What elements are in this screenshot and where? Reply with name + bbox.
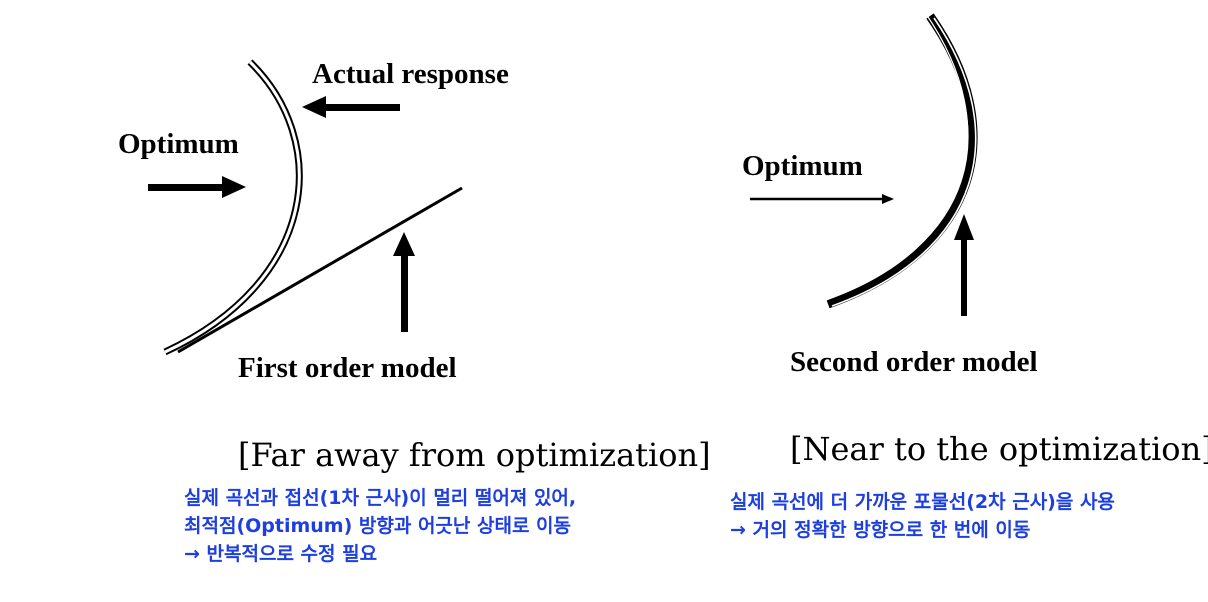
left-first-order-line: [177, 186, 463, 354]
right-note-line: → 거의 정확한 방향으로 한 번에 이동: [730, 519, 1031, 541]
left-optimum-label: Optimum: [118, 128, 239, 160]
right-model-arrow: [954, 214, 974, 316]
left-model-label: First order model: [238, 352, 457, 384]
left-model-arrow: [393, 232, 415, 332]
right-optimum-arrow: [750, 194, 894, 204]
left-note-line: 최적점(Optimum) 방향과 어긋난 상태로 이동: [184, 515, 572, 537]
left-note-line: 실제 곡선과 접선(1차 근사)이 멀리 떨어져 있어,: [184, 487, 577, 509]
right-note-line: 실제 곡선에 더 가까운 포물선(2차 근사)을 사용: [730, 491, 1115, 513]
right-caption: [Near to the optimization]: [790, 430, 1208, 468]
left-actual-response-arrow: [302, 96, 400, 118]
left-note-line: → 반복적으로 수정 필요: [184, 543, 378, 565]
left-actual-response-curve: [163, 59, 303, 356]
left-actual-response-label: Actual response: [312, 58, 509, 90]
right-optimum-label: Optimum: [742, 150, 863, 182]
right-note: 실제 곡선에 더 가까운 포물선(2차 근사)을 사용 → 거의 정확한 방향으…: [730, 488, 1115, 544]
left-caption: [Far away from optimization]: [238, 436, 711, 474]
left-optimum-arrow: [148, 176, 246, 198]
left-note: 실제 곡선과 접선(1차 근사)이 멀리 떨어져 있어, 최적점(Optimum…: [184, 484, 576, 568]
right-model-label: Second order model: [790, 346, 1038, 378]
right-curve-pair: [825, 13, 978, 309]
